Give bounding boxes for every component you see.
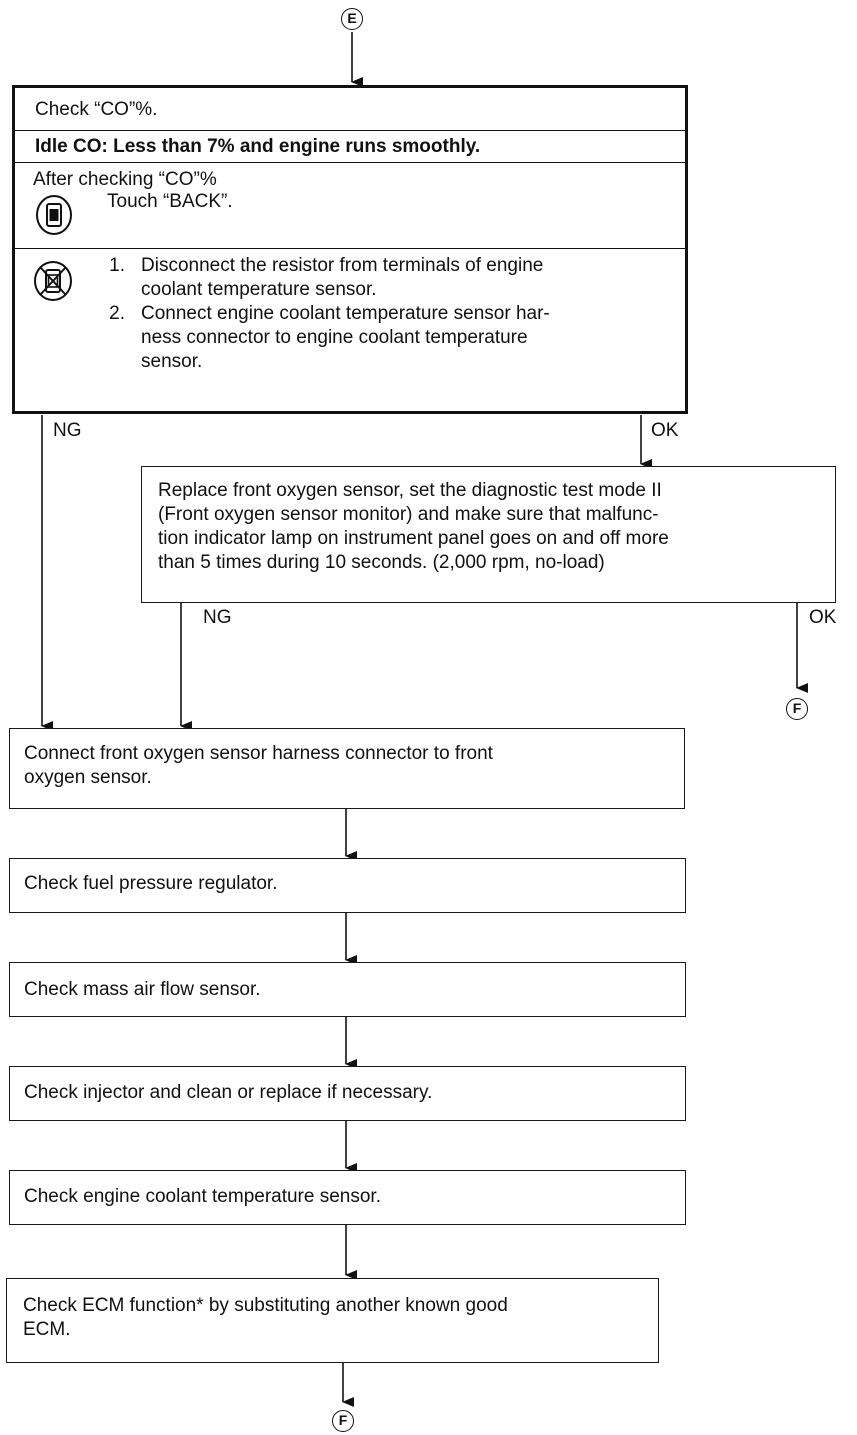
divider [15,130,685,131]
step-line: coolant temperature sensor. [141,279,377,300]
step-line: Check mass air flow sensor. [24,979,261,1000]
step-line: Disconnect the resistor from terminals o… [141,255,544,276]
ng-label-replace: NG [203,607,232,628]
instruction-step-2: 2. Connect engine coolant temperature se… [95,302,675,374]
step-line: ness connector to engine coolant tempera… [141,327,528,348]
step-line: Check injector and clean or replace if n… [24,1082,433,1103]
step-line: Check ECM function* by substituting anot… [23,1295,508,1316]
step-text: Connect front oxygen sensor harness conn… [24,742,493,790]
step-line: sensor. [141,351,203,372]
step-line: oxygen sensor. [24,767,152,788]
step-injector: Check injector and clean or replace if n… [9,1066,686,1121]
replace-line: Replace front oxygen sensor, set the dia… [158,480,662,501]
step-text: Check ECM function* by substituting anot… [23,1294,508,1342]
connector-e-top: E [341,8,363,30]
check-co-text: Check “CO”%. [35,99,158,120]
replace-line: tion indicator lamp on instrument panel … [158,528,669,549]
step-fuel-pressure-regulator: Check fuel pressure regulator. [9,858,686,913]
replace-text: Replace front oxygen sensor, set the dia… [158,479,828,575]
divider [15,248,685,249]
step-coolant-temp-sensor: Check engine coolant temperature sensor. [9,1170,686,1225]
ok-label-top: OK [651,420,679,441]
step-line: Check engine coolant temperature sensor. [24,1186,381,1207]
step-number: 2. [109,303,125,324]
instruction-step-1: 1. Disconnect the resistor from terminal… [95,254,675,302]
connector-f-bottom: F [332,1410,354,1432]
step-line: Connect engine coolant temperature senso… [141,303,550,324]
step-connect-oxygen-sensor: Connect front oxygen sensor harness conn… [9,728,685,809]
divider [15,162,685,163]
step-line: ECM. [23,1319,71,1340]
step-ecm-function: Check ECM function* by substituting anot… [6,1278,659,1363]
no-tester-icon [33,260,73,302]
step-mass-air-flow-sensor: Check mass air flow sensor. [9,962,686,1017]
replace-oxygen-sensor-box: Replace front oxygen sensor, set the dia… [141,466,836,603]
step-line: Check fuel pressure regulator. [24,873,278,894]
step-line: Connect front oxygen sensor harness conn… [24,743,493,764]
consult-tester-icon [35,194,73,236]
ng-label-left: NG [53,420,82,441]
check-co-block: Check “CO”%. Idle CO: Less than 7% and e… [12,85,688,414]
after-checking-text: After checking “CO”% [33,169,217,190]
connector-f-right: F [786,698,808,720]
idle-co-spec: Idle CO: Less than 7% and engine runs sm… [35,136,481,157]
replace-line: (Front oxygen sensor monitor) and make s… [158,504,659,525]
ok-label-replace: OK [809,607,837,628]
replace-line: than 5 times during 10 seconds. (2,000 r… [158,552,605,573]
touch-back-text: Touch “BACK”. [107,191,233,212]
step-number: 1. [109,255,125,276]
